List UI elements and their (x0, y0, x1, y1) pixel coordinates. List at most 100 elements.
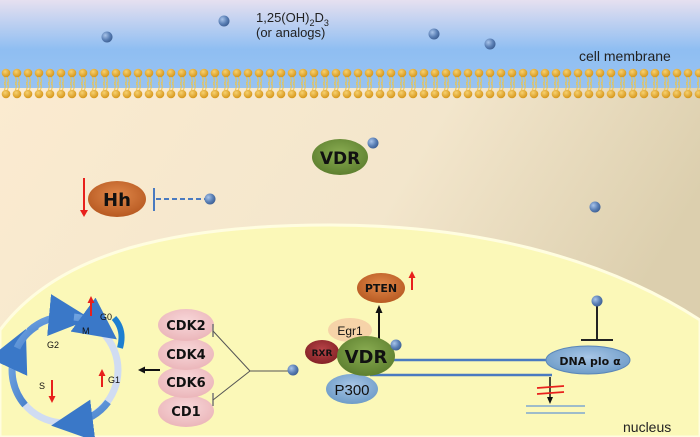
phospholipid-head (452, 89, 462, 99)
phospholipid-head (694, 89, 700, 99)
phospholipid-head (518, 68, 528, 78)
vdr-cytoplasm-node (312, 139, 368, 175)
phospholipid-head (221, 89, 231, 99)
phospholipid-head (540, 68, 550, 78)
blocked-mark (536, 385, 565, 389)
phospholipid-head (254, 89, 264, 99)
ligand-label-analogs: (or analogs) (256, 25, 325, 40)
phospholipid-head (243, 68, 253, 78)
phospholipid-head (265, 68, 275, 78)
phospholipid-head (342, 68, 352, 78)
phospholipid-head (23, 68, 33, 78)
phospholipid-head (12, 68, 22, 78)
phospholipid-head (309, 89, 319, 99)
phospholipid-head (166, 89, 176, 99)
phospholipid-head (364, 89, 374, 99)
ligand-bound-vdr (367, 137, 379, 149)
phospholipid-head (188, 68, 198, 78)
phospholipid-head (45, 68, 55, 78)
hh-down-arrow-head (80, 210, 88, 217)
ligand-molecule (287, 364, 299, 376)
vdr-nucleus-label: VDR (345, 347, 388, 368)
cd1-label: CD1 (171, 405, 200, 420)
phospholipid-head (617, 89, 627, 99)
phospholipid-head (199, 89, 209, 99)
phospholipid-head (650, 68, 660, 78)
phospholipid-head (573, 89, 583, 99)
phospholipid-head (1, 89, 11, 99)
cdk4-label: CDK4 (166, 348, 205, 363)
phospholipid-head (496, 68, 506, 78)
cd1-node (158, 395, 214, 427)
phospholipid-head (606, 68, 616, 78)
ligand-molecule (101, 31, 113, 43)
phospholipid-head (375, 89, 385, 99)
phase-m: M (82, 326, 90, 336)
phospholipid-head (133, 68, 143, 78)
phospholipid-head (276, 68, 286, 78)
phospholipid-head (177, 89, 187, 99)
phospholipid-head (89, 68, 99, 78)
cdk2-label: CDK2 (166, 319, 205, 334)
phospholipid-head (672, 89, 682, 99)
phospholipid-head (287, 68, 297, 78)
phospholipid-head (353, 68, 363, 78)
vdr-nucleus-node (337, 336, 395, 376)
phospholipid-head (430, 68, 440, 78)
ligand-label: 1,25(OH)2D3 (256, 10, 329, 28)
phospholipid-head (298, 89, 308, 99)
phospholipid-head (694, 68, 700, 78)
cell-membrane-bilayer (1, 68, 700, 99)
phospholipid-head (419, 68, 429, 78)
phospholipid-head (661, 68, 671, 78)
phospholipid-head (584, 68, 594, 78)
phospholipid-head (78, 68, 88, 78)
phospholipid-head (144, 68, 154, 78)
phospholipid-head (518, 89, 528, 99)
ligand-molecule (591, 295, 603, 307)
phospholipid-head (298, 68, 308, 78)
phospholipid-head (100, 89, 110, 99)
phospholipid-head (584, 89, 594, 99)
phospholipid-head (133, 89, 143, 99)
phase-s: S (39, 381, 45, 391)
phospholipid-head (562, 68, 572, 78)
phospholipid-head (408, 68, 418, 78)
phospholipid-head (1, 68, 11, 78)
phospholipid-head (419, 89, 429, 99)
phospholipid-head (45, 89, 55, 99)
phospholipid-head (342, 89, 352, 99)
phospholipid-head (331, 68, 341, 78)
phospholipid-head (364, 68, 374, 78)
ligand-bound-vdr (390, 339, 402, 351)
phospholipid-head (496, 89, 506, 99)
phase-g0: G0 (100, 312, 112, 322)
phospholipid-head (430, 89, 440, 99)
egr1-node (328, 318, 372, 342)
phospholipid-head (122, 89, 132, 99)
phospholipid-head (397, 68, 407, 78)
p300-node (326, 374, 378, 404)
phospholipid-head (474, 68, 484, 78)
cdk6-label: CDK6 (166, 376, 205, 391)
cdk4-node (158, 338, 214, 370)
nucleus-label: nucleus (623, 419, 671, 435)
phase-g2: G2 (47, 340, 59, 350)
phospholipid-head (463, 89, 473, 99)
phospholipid-head (34, 89, 44, 99)
rxr-node (305, 340, 339, 364)
phospholipid-head (56, 68, 66, 78)
ligand-molecule (204, 193, 216, 205)
phospholipid-head (56, 89, 66, 99)
phospholipid-head (683, 89, 693, 99)
phospholipid-head (144, 89, 154, 99)
phospholipid-head (111, 68, 121, 78)
phospholipid-head (529, 68, 539, 78)
phospholipid-head (452, 68, 462, 78)
phospholipid-head (507, 89, 517, 99)
phospholipid-head (111, 89, 121, 99)
phospholipid-head (485, 68, 495, 78)
phospholipid-head (232, 68, 242, 78)
